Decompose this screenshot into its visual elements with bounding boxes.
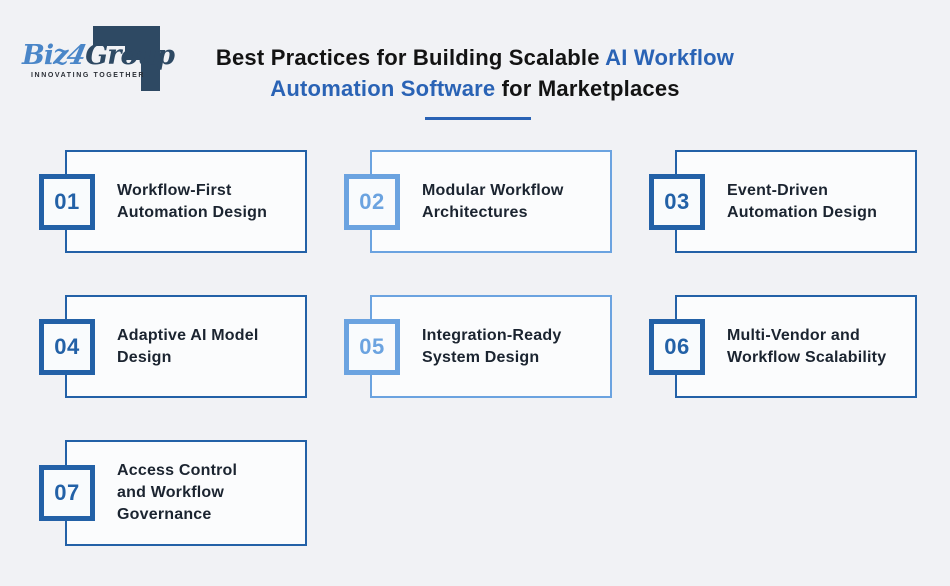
practice-card-03: 03 Event-Driven Automation Design [649, 150, 917, 253]
card-number-badge: 05 [344, 318, 400, 375]
practice-card-05: 05 Integration-Ready System Design [344, 295, 612, 398]
practice-card-06: 06 Multi-Vendor and Workflow Scalability [649, 295, 917, 398]
card-label: Access Control and Workflow Governance [117, 462, 238, 523]
card-number-badge: 02 [344, 173, 400, 230]
practice-card-01: 01 Workflow-First Automation Design [39, 150, 307, 253]
card-label: Integration-Ready System Design [422, 326, 562, 366]
title-prefix: Best Practices for Building Scalable [215, 45, 606, 70]
card-number-badge: 07 [39, 465, 95, 521]
practice-card-02: 02 Modular Workflow Architectures [344, 150, 612, 253]
brand-logo: Biz4Group INNOVATING TOGETHER [18, 12, 188, 107]
card-label: Modular Workflow Architectures [422, 181, 564, 221]
card-number-badge: 03 [649, 173, 705, 230]
page-title: Best Practices for Building Scalable AI … [155, 42, 795, 104]
title-suffix: for Marketplaces [495, 76, 680, 101]
logo-bracket-icon [93, 26, 160, 91]
brand-tagline: INNOVATING TOGETHER [31, 72, 146, 79]
practice-card-07: 07 Access Control and Workflow Governanc… [39, 440, 307, 546]
card-label: Multi-Vendor and Workflow Scalability [727, 326, 887, 366]
card-label: Event-Driven Automation Design [727, 181, 878, 221]
brand-suffix: Group [85, 40, 175, 71]
title-underline [425, 117, 531, 120]
card-number-badge: 04 [39, 318, 95, 375]
card-number-badge: 01 [39, 173, 95, 230]
card-number-badge: 06 [649, 318, 705, 375]
card-label: Adaptive AI Model Design [117, 326, 259, 366]
title-highlight: AI Workflow Automation Software [270, 45, 735, 101]
practice-card-04: 04 Adaptive AI Model Design [39, 295, 307, 398]
card-label: Workflow-First Automation Design [117, 181, 268, 221]
brand-wordmark: Biz4Group [22, 40, 175, 71]
brand-prefix: Biz [22, 40, 68, 71]
